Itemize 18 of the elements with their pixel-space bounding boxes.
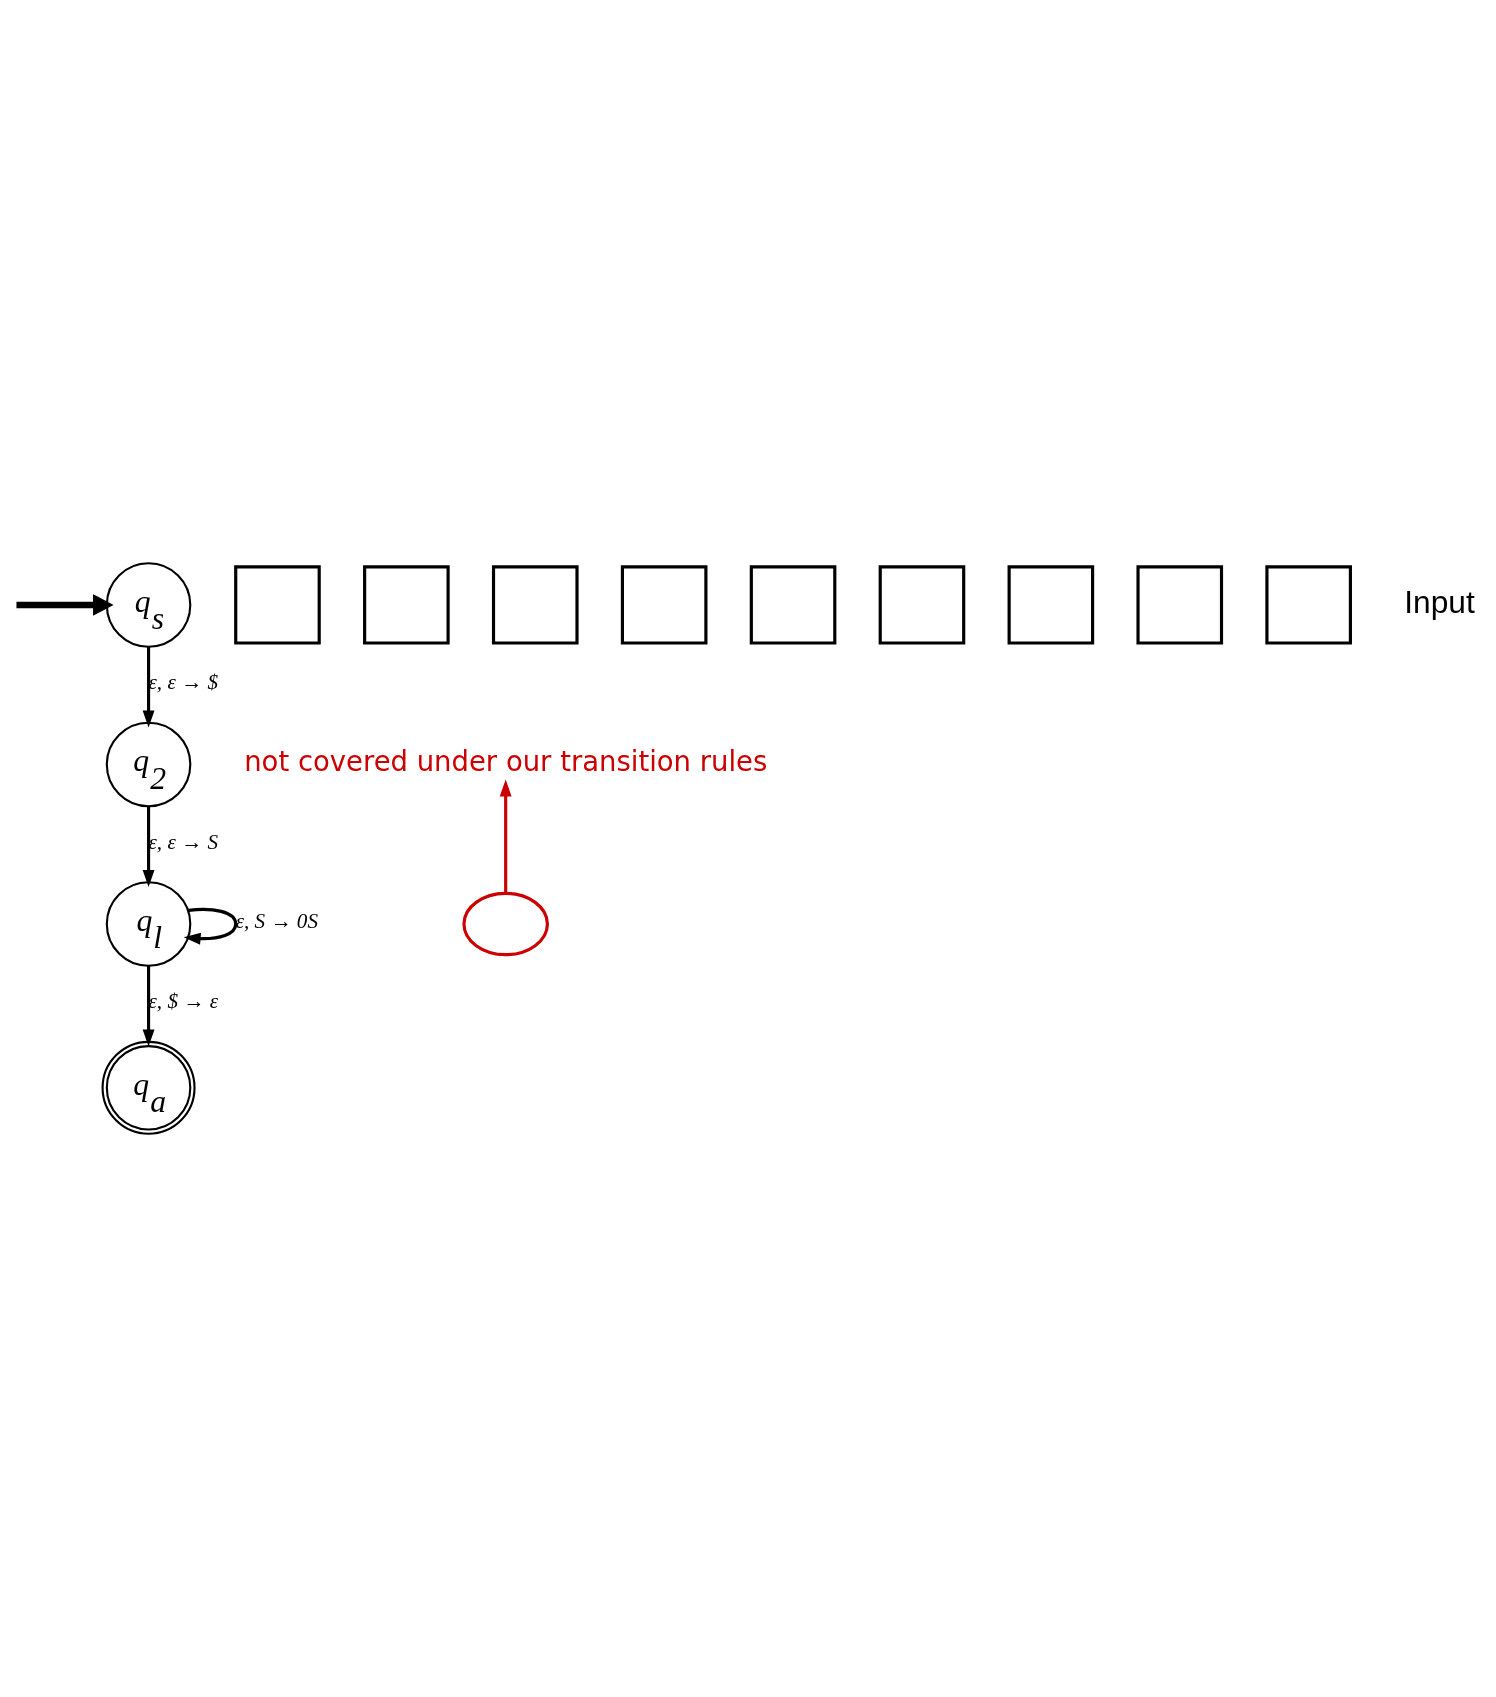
label: Input (1404, 583, 1475, 620)
node-box (363, 565, 450, 645)
node-box (1136, 565, 1224, 645)
arrow (16, 594, 114, 616)
node-text: not covered under our transition rules (244, 746, 768, 778)
arrow (499, 779, 512, 894)
arrow (142, 806, 155, 888)
node-box (749, 565, 837, 645)
node-box (234, 565, 321, 645)
node-circle (462, 891, 549, 957)
arrow (183, 907, 238, 945)
node-box (1265, 565, 1352, 645)
arrow (142, 965, 155, 1047)
node-box (620, 565, 708, 645)
node-box (1007, 565, 1095, 645)
arrow (142, 646, 155, 728)
node-box (491, 565, 579, 645)
node-box (878, 565, 966, 645)
